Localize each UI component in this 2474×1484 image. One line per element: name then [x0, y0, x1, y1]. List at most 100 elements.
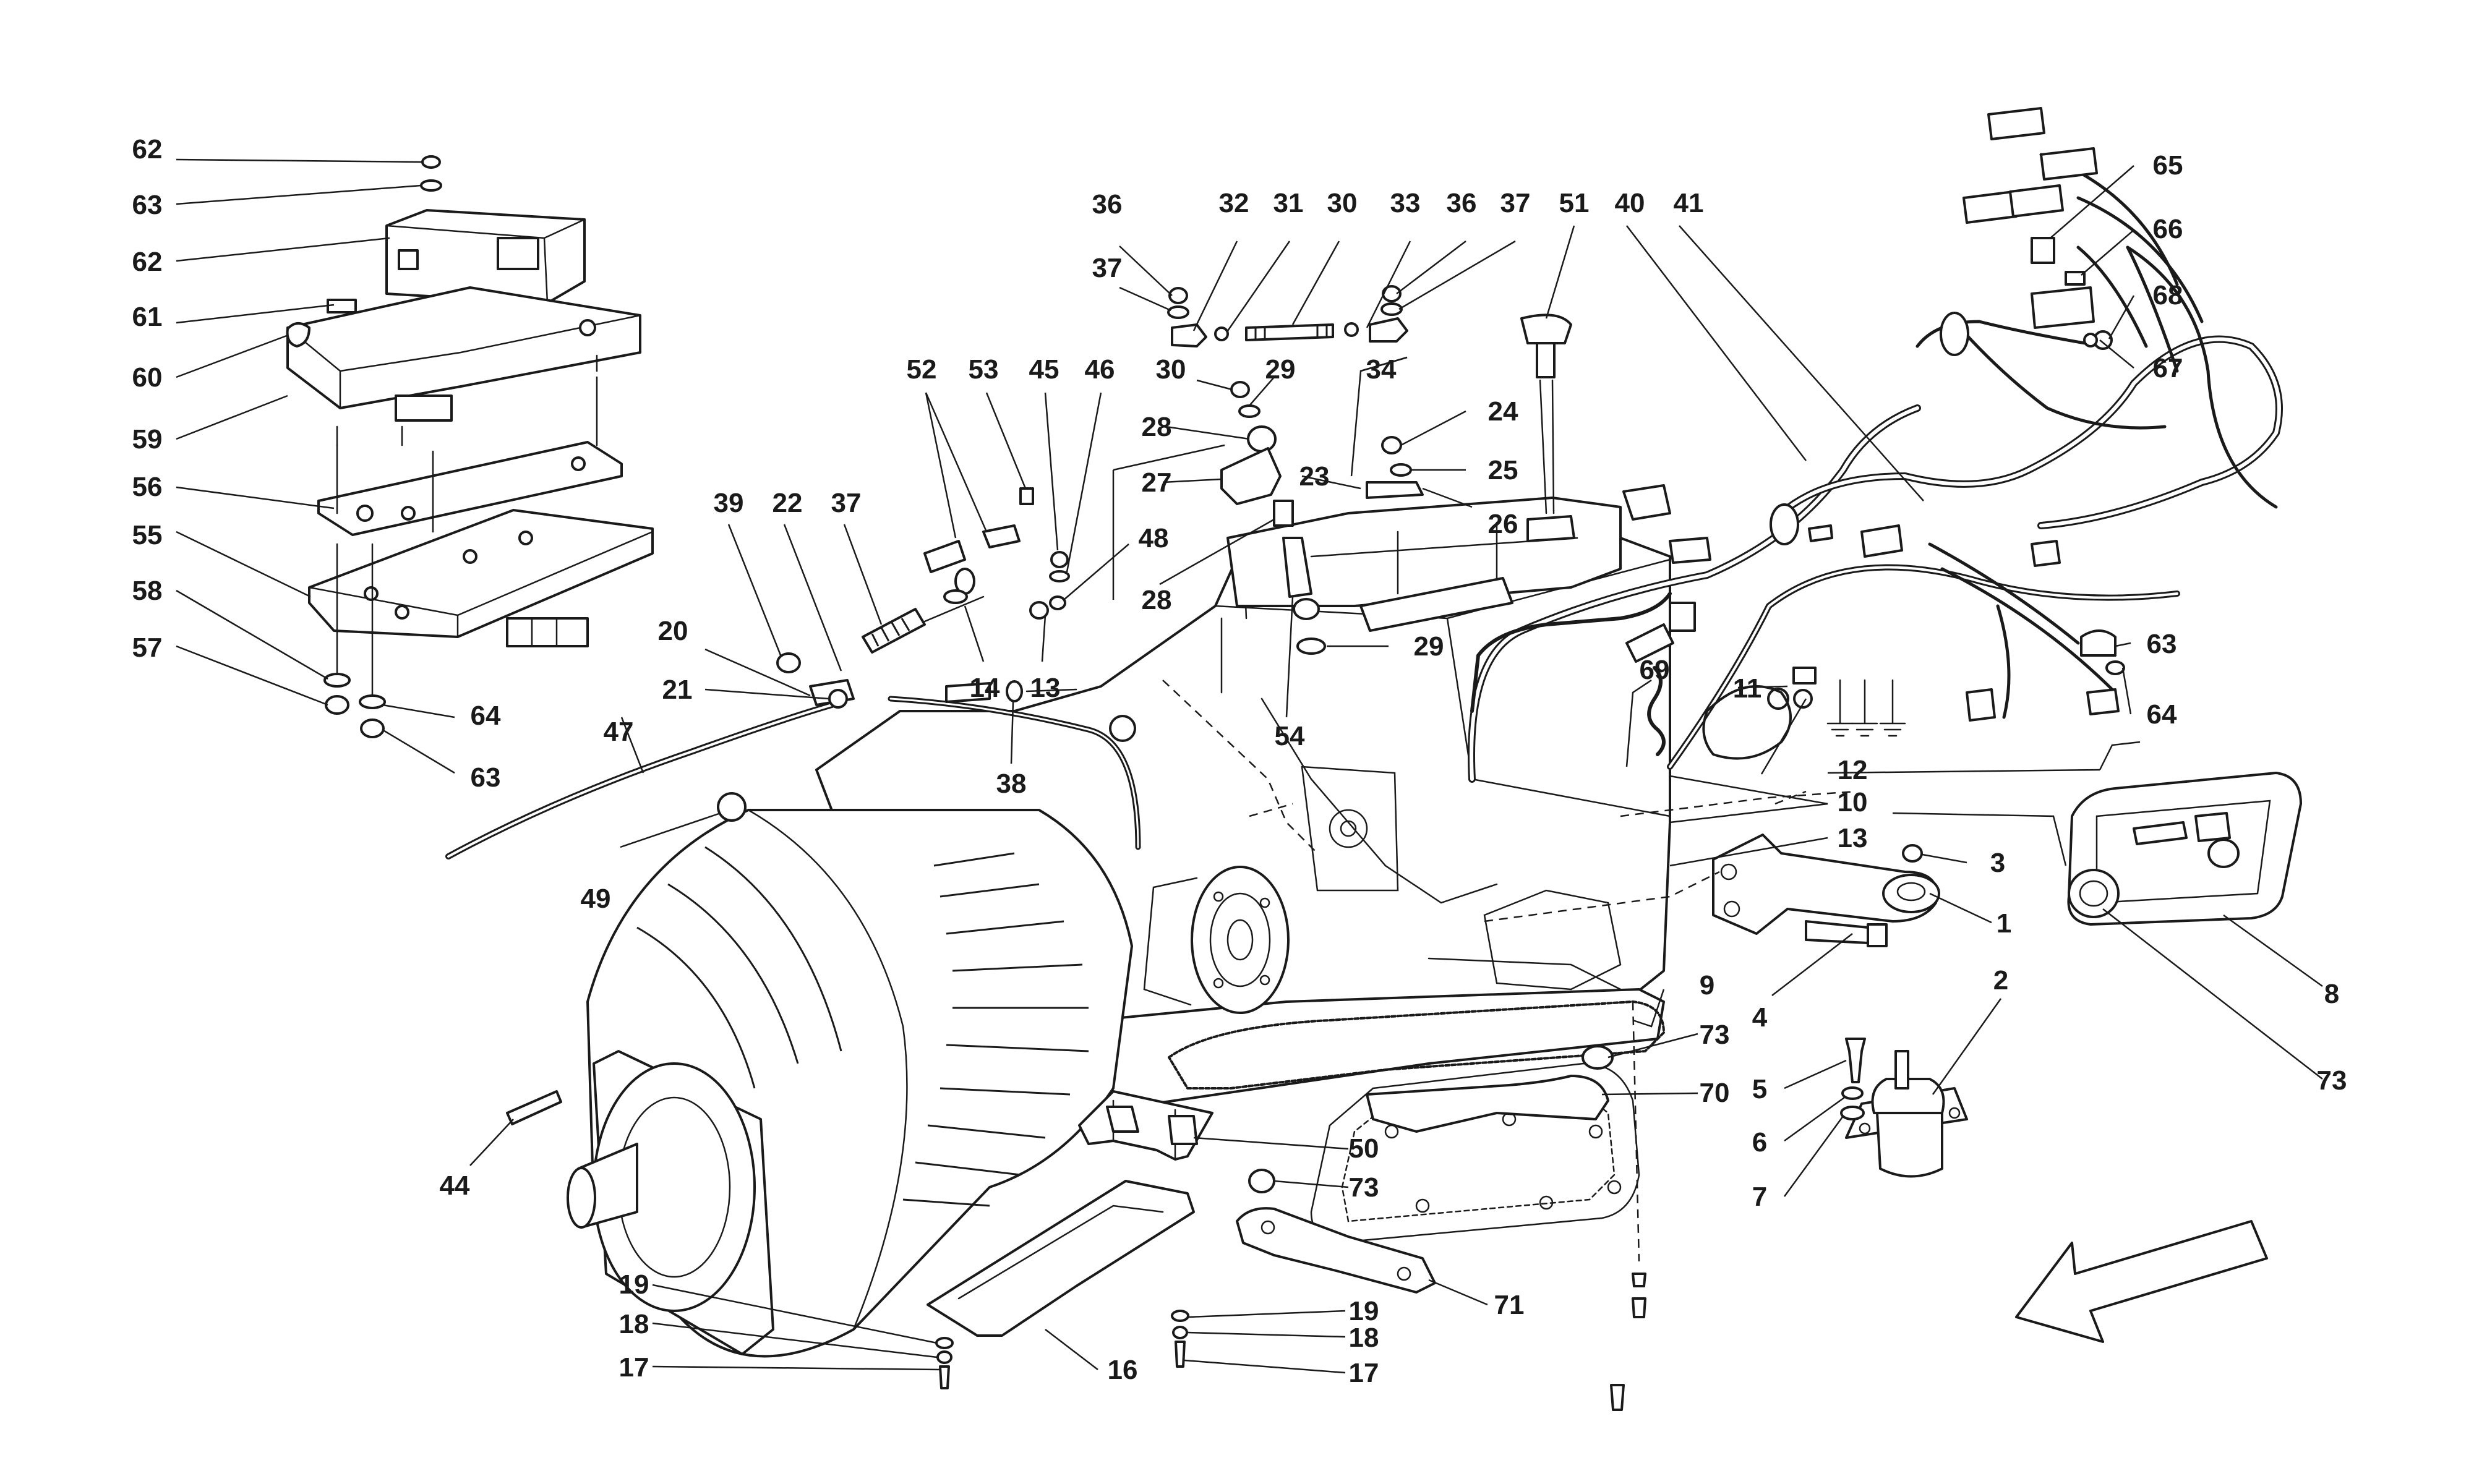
callout-63-bottom: 64: [471, 701, 501, 731]
washer-19-right: [1171, 1310, 1189, 1322]
wiring-harness: [1468, 107, 2283, 783]
callout-26: 26: [1488, 509, 1518, 539]
callout-54: 55: [132, 520, 163, 550]
nut-65: [2105, 660, 2125, 675]
callout-28-lower: 28: [1142, 585, 1172, 615]
callout-7: 7: [1752, 1182, 1767, 1212]
callout-69: 68: [2153, 280, 2183, 310]
engine-mount-bracket-1: [1712, 834, 1940, 935]
callout-4: 4: [1752, 1002, 1768, 1033]
callout-72: 70: [1700, 1078, 1730, 1108]
callout-23: 23: [1299, 461, 1330, 492]
plug-73-right: [2068, 869, 2120, 918]
nut-62-top: [421, 155, 441, 169]
washer-29-upper: [1238, 404, 1261, 418]
spring-38: [862, 608, 926, 654]
callout-41: 40: [1615, 188, 1645, 218]
callout-25: 25: [1488, 455, 1518, 485]
callout-73-upper: 73: [1700, 1020, 1730, 1050]
callout-62-bottom: 63: [471, 762, 501, 793]
rubber-73-72: [1582, 1045, 1614, 1070]
callout-56: 57: [132, 633, 163, 663]
callout-40: 39: [714, 488, 744, 518]
callout-labels: 62 63 62 61 60 59 56 55 58 57 64 63 47 2…: [132, 134, 2347, 1388]
washer-57: [323, 673, 351, 688]
assembly-line-1: [1162, 680, 1318, 854]
washer-6: [1841, 1086, 1864, 1100]
bracket-71: [1236, 1207, 1436, 1294]
bracket-58: [286, 286, 641, 446]
cover-8: [2067, 772, 2302, 926]
callout-45: 46: [1085, 354, 1115, 385]
callout-13: 13: [1838, 823, 1868, 853]
callout-66: 65: [2153, 150, 2183, 181]
nut-59: [286, 322, 310, 348]
callout-37-right: 37: [1500, 188, 1531, 218]
callout-39: 38: [996, 769, 1027, 799]
callout-63-top: 63: [132, 190, 163, 220]
callout-71: 71: [1494, 1290, 1525, 1320]
bolt-17-right: [1175, 1341, 1186, 1368]
clip-67: [2065, 271, 2086, 286]
callout-34: 33: [1390, 188, 1421, 218]
callout-48: 49: [581, 884, 611, 914]
washer-63-bottom: [359, 694, 386, 709]
callout-58: 59: [132, 424, 163, 454]
nut-62-bottom: [360, 719, 385, 738]
callout-11: 11: [1733, 673, 1762, 704]
gasket-9: [1168, 1000, 1665, 1090]
bolt-5: [1845, 1038, 1866, 1083]
callout-73-right: 73: [2317, 1065, 2347, 1096]
callout-8: 8: [2324, 979, 2339, 1009]
washer-18-left: [936, 1350, 952, 1364]
rubber-73-71: [1248, 1169, 1275, 1193]
callout-29-lower: 29: [1414, 631, 1444, 662]
washer-19-left: [935, 1337, 954, 1349]
link-rod-assembly: [1167, 285, 1408, 348]
callout-55: 56: [132, 472, 163, 502]
callout-33: 32: [1219, 188, 1249, 218]
callout-28-upper: 28: [1142, 412, 1172, 442]
callout-43: 44: [440, 1171, 470, 1201]
nut-44: [1050, 551, 1069, 568]
plug-48: [717, 792, 747, 822]
callout-68: 67: [2153, 353, 2183, 383]
callout-62-top: 62: [132, 134, 163, 164]
washer-29-lower: [1296, 638, 1326, 655]
bracket-72: [1366, 1075, 1609, 1133]
callout-53: 54: [1275, 721, 1305, 751]
callout-51: 52: [907, 354, 937, 385]
actuator-26: [1359, 577, 1513, 632]
parts-illustration: [286, 107, 2302, 1411]
callout-52: 53: [969, 354, 999, 385]
callout-29-upper: 29: [1265, 354, 1296, 385]
callout-6: 6: [1752, 1127, 1767, 1158]
callout-35: 34: [1366, 354, 1397, 385]
callout-47: 48: [1139, 523, 1169, 553]
callout-10: 10: [1838, 787, 1868, 817]
plug-40: [776, 652, 801, 673]
screw-60: [327, 299, 357, 313]
crossmember-49: [1078, 1090, 1213, 1161]
callout-17-right: 17: [1349, 1358, 1379, 1388]
callout-30: 30: [1156, 354, 1186, 385]
callout-57: 58: [132, 576, 163, 606]
callout-24: 24: [1488, 396, 1518, 427]
callout-5: 5: [1752, 1074, 1767, 1104]
break-symbol: [1647, 666, 1666, 756]
callout-60: 61: [132, 302, 163, 332]
callout-19-left: 19: [619, 1269, 649, 1300]
callout-36-left: 36: [1092, 189, 1123, 220]
callout-21: 21: [662, 675, 693, 705]
washer-14: [1029, 601, 1049, 620]
nut-3: [1902, 844, 1923, 863]
callout-15: 14: [970, 673, 1000, 703]
callout-14: 13: [1030, 673, 1061, 703]
electronic-unit-54: [308, 509, 654, 647]
callout-70: 69: [1640, 655, 1670, 685]
callout-1: 1: [1997, 908, 2011, 939]
callout-73-lower: 73: [1349, 1172, 1379, 1203]
direction-arrow: [2015, 1220, 2268, 1343]
callout-3: 3: [1990, 848, 2005, 878]
callout-46: 47: [604, 717, 634, 747]
